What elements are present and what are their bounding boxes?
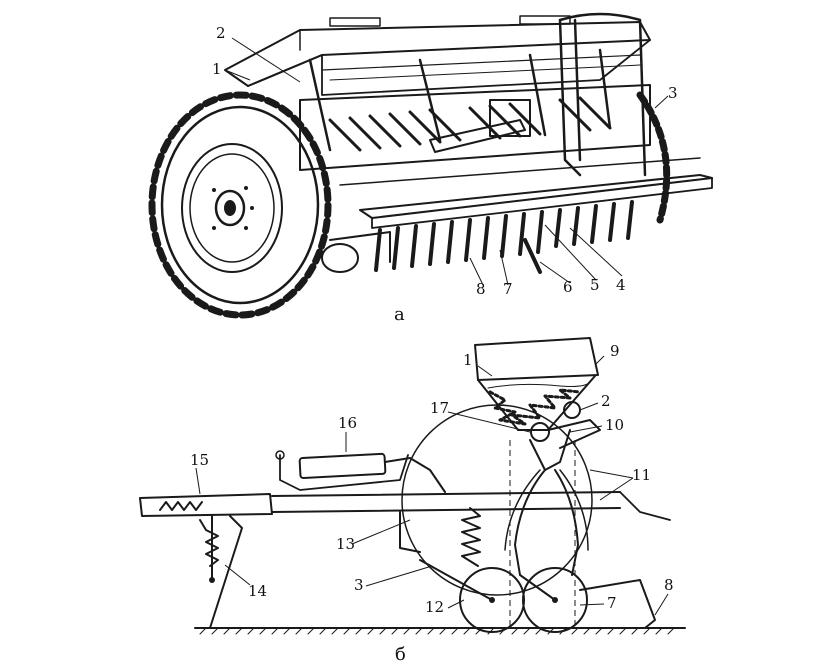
bottom-label-1: 1 xyxy=(463,351,473,369)
bottom-label-16: 16 xyxy=(338,414,357,432)
bottom-label-14: 14 xyxy=(248,582,267,600)
top-label-3: 3 xyxy=(668,84,678,102)
seed-drill-side-schematic: 1 9 2 17 10 16 15 11 13 3 14 12 7 8 б xyxy=(139,337,686,665)
tongue-spring xyxy=(159,501,203,511)
bottom-view-caption: б xyxy=(395,644,406,665)
disk-coulters xyxy=(419,559,588,633)
bottom-label-7: 7 xyxy=(607,594,617,612)
covering-drag xyxy=(579,579,656,629)
bottom-label-17: 17 xyxy=(430,399,449,417)
bottom-label-2: 2 xyxy=(601,392,611,410)
support-leg xyxy=(199,515,243,629)
bottom-label-13: 13 xyxy=(336,535,355,553)
hopper-section xyxy=(474,337,601,471)
pressure-spring xyxy=(461,507,481,567)
top-label-1: 1 xyxy=(212,60,222,78)
seeding-section xyxy=(299,12,651,177)
bottom-label-11: 11 xyxy=(632,466,651,484)
bottom-label-9: 9 xyxy=(610,342,620,360)
ground-line xyxy=(194,627,686,635)
seed-tubes xyxy=(504,469,589,576)
top-view-caption: а xyxy=(394,304,405,325)
bottom-label-8: 8 xyxy=(664,576,674,594)
bottom-view-leaders xyxy=(195,355,669,616)
top-label-7: 7 xyxy=(503,280,513,298)
top-label-2: 2 xyxy=(216,24,226,42)
top-view-leaders xyxy=(224,37,669,286)
top-label-4: 4 xyxy=(616,276,626,294)
top-label-8: 8 xyxy=(476,280,486,298)
drive-wheel xyxy=(148,91,332,319)
coulter-row xyxy=(321,200,634,274)
foot-platform xyxy=(339,157,713,229)
bottom-label-15: 15 xyxy=(190,451,209,469)
top-label-5: 5 xyxy=(590,276,600,294)
bottom-label-10: 10 xyxy=(605,416,624,434)
hydraulic-cylinder xyxy=(275,450,446,493)
bottom-label-3: 3 xyxy=(354,576,364,594)
top-label-6: 6 xyxy=(563,278,573,296)
bottom-label-12: 12 xyxy=(425,598,444,616)
seed-drill-perspective-drawing: 1 2 3 4 5 6 7 8 а xyxy=(148,12,713,325)
seed-hopper xyxy=(224,15,651,96)
